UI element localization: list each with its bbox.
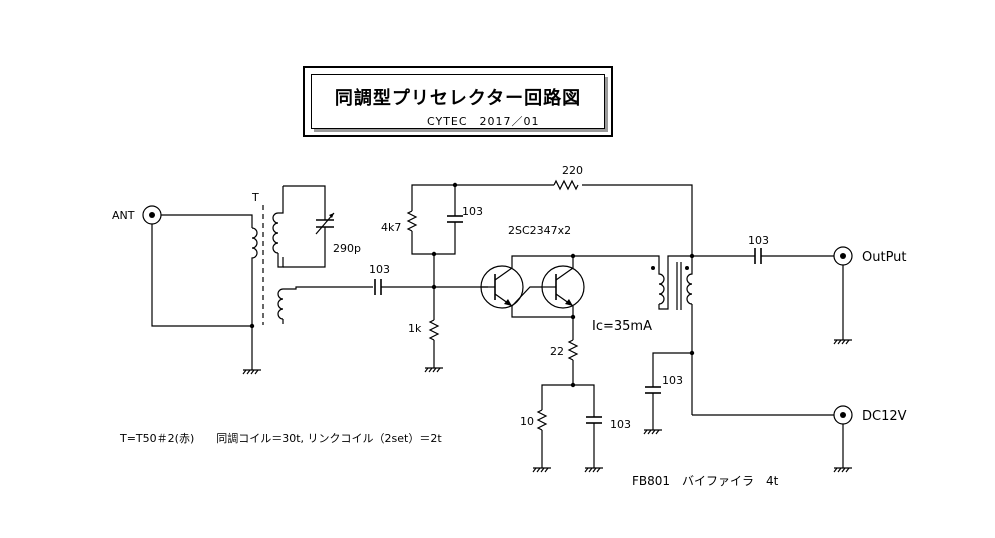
output-label: OutPut bbox=[862, 250, 907, 265]
output-connector bbox=[833, 246, 853, 345]
diagram-subtitle: CYTEC 2017／01 bbox=[427, 115, 540, 128]
transistor-q1 bbox=[480, 265, 524, 309]
capacitor-input-103 bbox=[374, 279, 488, 295]
cap-input-label: 103 bbox=[369, 263, 390, 276]
title-box: 同調型プリセレクター回路図 CYTEC 2017／01 bbox=[303, 66, 613, 137]
capacitor-supply-103 bbox=[643, 352, 692, 435]
dc12v-connector bbox=[692, 405, 853, 473]
ant-label: ANT bbox=[112, 209, 135, 222]
title-inner-frame: 同調型プリセレクター回路図 CYTEC 2017／01 bbox=[311, 74, 605, 129]
res-22-label: 22 bbox=[550, 345, 564, 358]
transformer-label: T bbox=[251, 191, 259, 204]
resistor-1k bbox=[424, 287, 443, 373]
cap-290p-label: 290p bbox=[333, 242, 361, 255]
bias-network bbox=[406, 182, 463, 290]
cap-emitter-label: 103 bbox=[610, 418, 631, 431]
capacitor-emitter-103 bbox=[573, 384, 603, 473]
transistor-q2 bbox=[541, 265, 585, 309]
ant-wiring bbox=[151, 214, 255, 370]
transformer-primary-coil bbox=[251, 227, 258, 262]
dc12v-label: DC12V bbox=[862, 409, 907, 424]
res-10-label: 10 bbox=[520, 415, 534, 428]
bifilar-transformer bbox=[651, 253, 695, 415]
variable-capacitor-290p bbox=[315, 212, 335, 235]
resistor-10 bbox=[532, 384, 573, 473]
cap-supply-label: 103 bbox=[662, 374, 683, 387]
transistor-wiring bbox=[511, 253, 660, 340]
core-note: T=T50＃2(赤) 同調コイル＝30t, リンクコイル（2set）＝2t bbox=[120, 432, 442, 445]
cap-feedback-label: 103 bbox=[462, 205, 483, 218]
capacitor-output-103 bbox=[692, 248, 834, 264]
ic-label: Ic=35mA bbox=[592, 319, 652, 334]
transistor-label: 2SC2347x2 bbox=[508, 224, 571, 237]
transformer-tuned-coil bbox=[272, 185, 326, 268]
resistor-220 bbox=[455, 179, 693, 256]
fb-note: FB801 バイファイラ 4t bbox=[632, 474, 779, 488]
ground-ant bbox=[242, 369, 261, 375]
ant-connector bbox=[142, 205, 162, 225]
res-4k7-label: 4k7 bbox=[381, 221, 401, 234]
cap-output-label: 103 bbox=[748, 234, 769, 247]
transformer-link-coil bbox=[277, 286, 373, 324]
res-1k-label: 1k bbox=[408, 322, 422, 335]
resistor-22 bbox=[567, 339, 579, 388]
res-220-label: 220 bbox=[562, 164, 583, 177]
diagram-title: 同調型プリセレクター回路図 bbox=[334, 88, 582, 109]
